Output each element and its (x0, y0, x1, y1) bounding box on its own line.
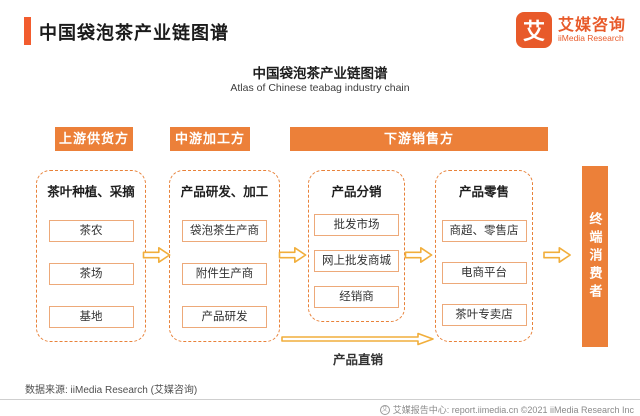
node-box: 商超、零售店 (441, 220, 527, 242)
stage-label-upstream: 上游供货方 (55, 127, 133, 151)
node-box: 茶叶专卖店 (441, 304, 527, 326)
column-tea-planting: 茶叶种植、采摘 茶农 茶场 基地 (36, 170, 146, 342)
flow-arrow-icon (543, 246, 571, 264)
column-header: 产品研发、加工 (180, 185, 269, 199)
column-header: 产品零售 (458, 185, 509, 199)
column-header: 茶叶种植、采摘 (47, 185, 135, 199)
direct-sales-arrow-icon (281, 332, 434, 346)
footer-text: 艾媒报告中心: report.iimedia.cn ©2021 iiMedia … (392, 405, 634, 415)
column-rnd-processing: 产品研发、加工 袋泡茶生产商 附件生产商 产品研发 (169, 170, 280, 342)
stage-label-midstream: 中游加工方 (170, 127, 250, 151)
node-box: 茶场 (48, 263, 134, 285)
column-header: 产品分销 (331, 185, 382, 199)
node-box: 基地 (48, 306, 134, 328)
end-consumer-bar: 终端消费者 (582, 166, 608, 347)
page-title: 中国袋泡茶产业链图谱 (39, 23, 229, 43)
node-box: 袋泡茶生产商 (182, 220, 267, 242)
node-box: 附件生产商 (182, 263, 267, 285)
node-box: 电商平台 (441, 262, 527, 284)
node-box: 产品研发 (182, 306, 267, 328)
flow-arrow-icon (142, 246, 171, 264)
node-box: 茶农 (48, 220, 134, 242)
flow-arrow-icon (278, 246, 307, 264)
data-source-note: 数据来源: iiMedia Research (艾媒咨询) (25, 385, 198, 396)
figure-title: 中国袋泡茶产业链图谱 (252, 66, 388, 81)
logo-brand-cn: 艾媒咨询 (558, 16, 627, 34)
figure-subtitle: Atlas of Chinese teabag industry chain (230, 82, 410, 94)
iimedia-logo-icon: 艾 (516, 12, 552, 48)
footer-divider (0, 399, 640, 400)
direct-sales-label: 产品直销 (332, 353, 383, 367)
stage-label-downstream: 下游销售方 (290, 127, 548, 151)
iimedia-logo: 艾 艾媒咨询 iiMedia Research (516, 12, 626, 48)
title-accent-bar (24, 17, 31, 45)
logo-brand-en: iiMedia Research (558, 33, 624, 44)
column-retail: 产品零售 商超、零售店 电商平台 茶叶专卖店 (435, 170, 533, 342)
footer: 艾 艾媒报告中心: report.iimedia.cn ©2021 iiMedi… (379, 403, 634, 416)
footer-logo-icon: 艾 (379, 404, 390, 415)
node-box: 经销商 (314, 286, 399, 308)
node-box: 网上批发商城 (314, 250, 399, 272)
flow-arrow-icon (404, 246, 433, 264)
logo-wordmark: 艾媒咨询 iiMedia Research (558, 17, 626, 44)
column-distribution: 产品分销 批发市场 网上批发商城 经销商 (308, 170, 405, 322)
node-box: 批发市场 (314, 214, 399, 236)
